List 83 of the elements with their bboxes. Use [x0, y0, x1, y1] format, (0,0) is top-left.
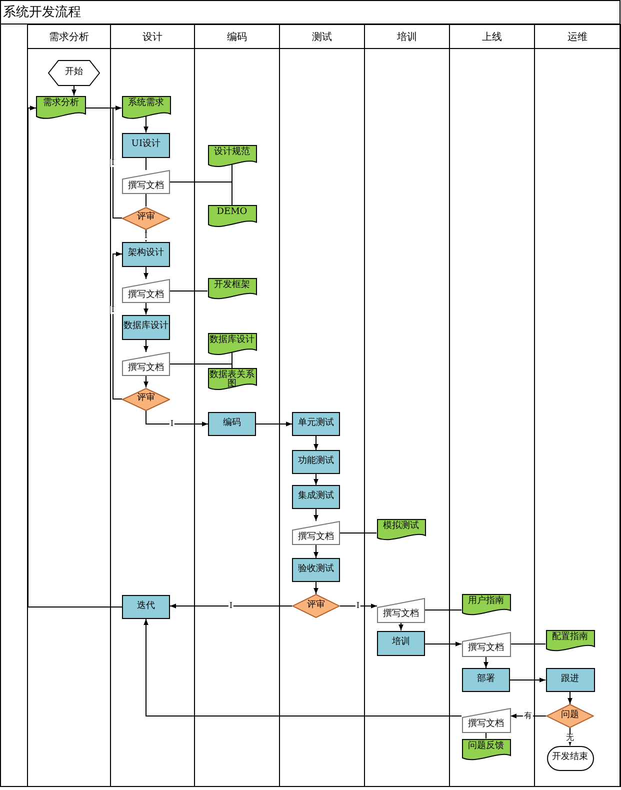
arrow: [568, 692, 572, 704]
arrow: [144, 618, 462, 716]
manual-input-shape: 撰写文档: [462, 708, 510, 732]
arrow: [144, 302, 148, 315]
swimlane: [27, 24, 111, 787]
manual-input-shape: 撰写文档: [122, 279, 170, 303]
process-box: 数据库设计: [122, 314, 170, 340]
manual-input-shape: 撰写文档: [462, 632, 510, 656]
decision-diamond: 评审: [122, 388, 170, 410]
document-shape: 数据库设计: [208, 333, 256, 357]
arrow: [112, 106, 122, 218]
arrow: [144, 266, 148, 280]
lane-header: 设计: [142, 30, 162, 44]
process-box: 跟进: [546, 668, 594, 692]
arrow: [484, 656, 488, 668]
document-shape: 配置指南: [546, 630, 594, 652]
document-shape: 模拟测试: [376, 518, 426, 542]
process-box: 单元测试: [292, 412, 340, 436]
arrow: [146, 410, 208, 426]
lane-header: 培训: [397, 30, 417, 44]
arrow: [28, 106, 122, 608]
arrow: [72, 86, 76, 96]
process-box: 验收测试: [292, 558, 340, 582]
start-hexagon: 开始: [48, 60, 100, 86]
arrow: [314, 508, 318, 522]
arrow: [568, 728, 572, 746]
arrow: [144, 339, 148, 352]
edge-label: 无: [565, 734, 575, 742]
edge-label: 有: [523, 712, 533, 720]
process-box: 功能测试: [292, 450, 340, 474]
arrow: [256, 422, 292, 426]
manual-input-shape: 撰写文档: [122, 170, 170, 194]
process-box: 架构设计: [122, 242, 170, 266]
connector-line: [170, 364, 232, 368]
arrow: [170, 604, 292, 608]
connector-line: [170, 182, 232, 206]
connector-line: [340, 532, 377, 534]
process-box: 培训: [377, 630, 425, 656]
edge-label: I: [169, 420, 175, 428]
manual-input-shape: 撰写文档: [377, 598, 425, 622]
end-terminal: 开发结束: [546, 746, 594, 770]
document-shape: 需求分析: [36, 96, 86, 120]
arrow: [314, 474, 318, 486]
document-shape: DEMO: [208, 205, 256, 229]
lane-header: 测试: [312, 30, 332, 44]
manual-input-shape: 撰写文档: [292, 521, 340, 545]
document-shape: 开发框架: [208, 278, 256, 300]
edge-label: I: [143, 232, 149, 240]
decision-diamond: 评审: [122, 206, 170, 230]
edge-label: I: [228, 602, 234, 610]
lane-header: 运维: [568, 30, 588, 44]
process-box: UI设计: [122, 132, 170, 158]
process-box: 编码: [208, 412, 256, 436]
connector-line: [170, 290, 208, 292]
lane-header: 编码: [227, 30, 247, 44]
arrow: [144, 115, 148, 133]
process-box: 集成测试: [292, 485, 340, 509]
edge-label: I: [110, 159, 116, 167]
document-shape: 数据表关系图: [208, 368, 256, 392]
decision-diamond: 评审: [292, 594, 340, 618]
lane-header: 需求分析: [49, 30, 89, 44]
process-box: 部署: [462, 668, 510, 692]
process-box: 迭代: [122, 595, 170, 619]
arrow: [424, 642, 462, 646]
arrow: [510, 678, 546, 682]
arrow: [112, 252, 122, 400]
edge-label: I: [110, 306, 116, 314]
arrow: [314, 436, 318, 450]
diagram-title: 系统开发流程: [3, 4, 81, 21]
edge-label: I: [355, 602, 361, 610]
arrow: [314, 582, 318, 594]
manual-input-shape: 撰写文档: [122, 352, 170, 376]
swimlane: [534, 24, 621, 787]
document-shape: 问题反馈: [462, 738, 510, 762]
lane-header: 上线: [482, 30, 502, 44]
arrow: [340, 604, 378, 608]
decision-diamond: 问题: [546, 704, 594, 728]
document-shape: 系统需求: [122, 96, 170, 120]
arrow: [314, 544, 318, 558]
document-shape: 用户指南: [462, 594, 510, 616]
arrow: [398, 622, 404, 631]
document-shape: 设计规范: [208, 145, 256, 169]
arrow: [144, 376, 148, 388]
